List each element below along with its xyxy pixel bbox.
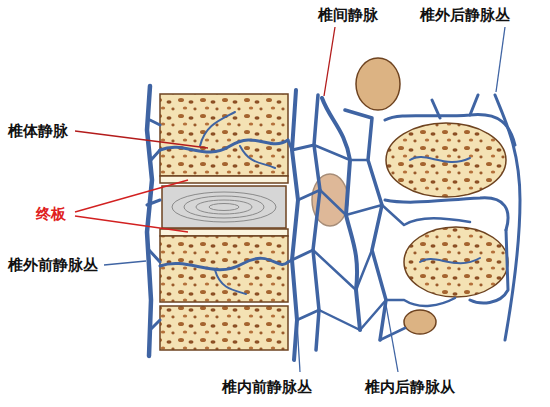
vertebral-body bbox=[160, 94, 288, 176]
leader-line bbox=[75, 180, 188, 212]
posterior-external-plexus bbox=[380, 205, 470, 340]
disc-rings bbox=[172, 192, 276, 222]
disc-ring bbox=[172, 192, 276, 222]
intervertebral-vein bbox=[322, 98, 360, 330]
part-label: 椎内前静脉丛 bbox=[222, 378, 312, 396]
leader-line bbox=[386, 305, 398, 372]
vertebral-body bbox=[160, 236, 288, 302]
lamina bbox=[386, 123, 506, 197]
part-label: 椎间静脉 bbox=[318, 6, 378, 24]
basivertebral-vein bbox=[200, 112, 275, 168]
disc-ring bbox=[209, 204, 239, 211]
vein-branch bbox=[147, 120, 160, 330]
posterior-elements bbox=[312, 58, 508, 334]
leader-line bbox=[496, 27, 505, 92]
leader-line bbox=[297, 322, 300, 372]
intervertebral-disc bbox=[162, 186, 286, 228]
lamina-vein bbox=[410, 157, 480, 263]
articular-process bbox=[404, 310, 436, 334]
basivertebral-vein bbox=[160, 140, 288, 152]
part-label: 椎外前静脉丛 bbox=[8, 256, 98, 274]
leader-lines bbox=[75, 27, 505, 372]
anterior-external-plexus bbox=[147, 86, 152, 356]
part-label: 椎体静脉 bbox=[8, 122, 68, 140]
basivertebral-vein bbox=[160, 258, 288, 269]
veins bbox=[147, 86, 520, 360]
articular-process bbox=[356, 58, 400, 110]
vertebral-bodies bbox=[160, 94, 288, 350]
endplate bbox=[160, 229, 288, 236]
vein-link bbox=[313, 145, 386, 330]
part-label: 终板 bbox=[36, 205, 66, 223]
leader-line bbox=[75, 131, 208, 148]
leader-line bbox=[75, 216, 188, 232]
disc-ring bbox=[196, 200, 252, 214]
disc-ring bbox=[184, 196, 264, 218]
vertebral-body bbox=[160, 306, 288, 350]
part-label: 椎外后静脉丛 bbox=[420, 6, 510, 24]
vein-link bbox=[288, 140, 320, 320]
posterior-external-plexus bbox=[385, 115, 515, 230]
part-label: 椎内后静脉从 bbox=[365, 378, 455, 396]
leader-line bbox=[104, 261, 146, 265]
leader-line bbox=[324, 27, 335, 96]
basivertebral-vein bbox=[215, 270, 246, 294]
